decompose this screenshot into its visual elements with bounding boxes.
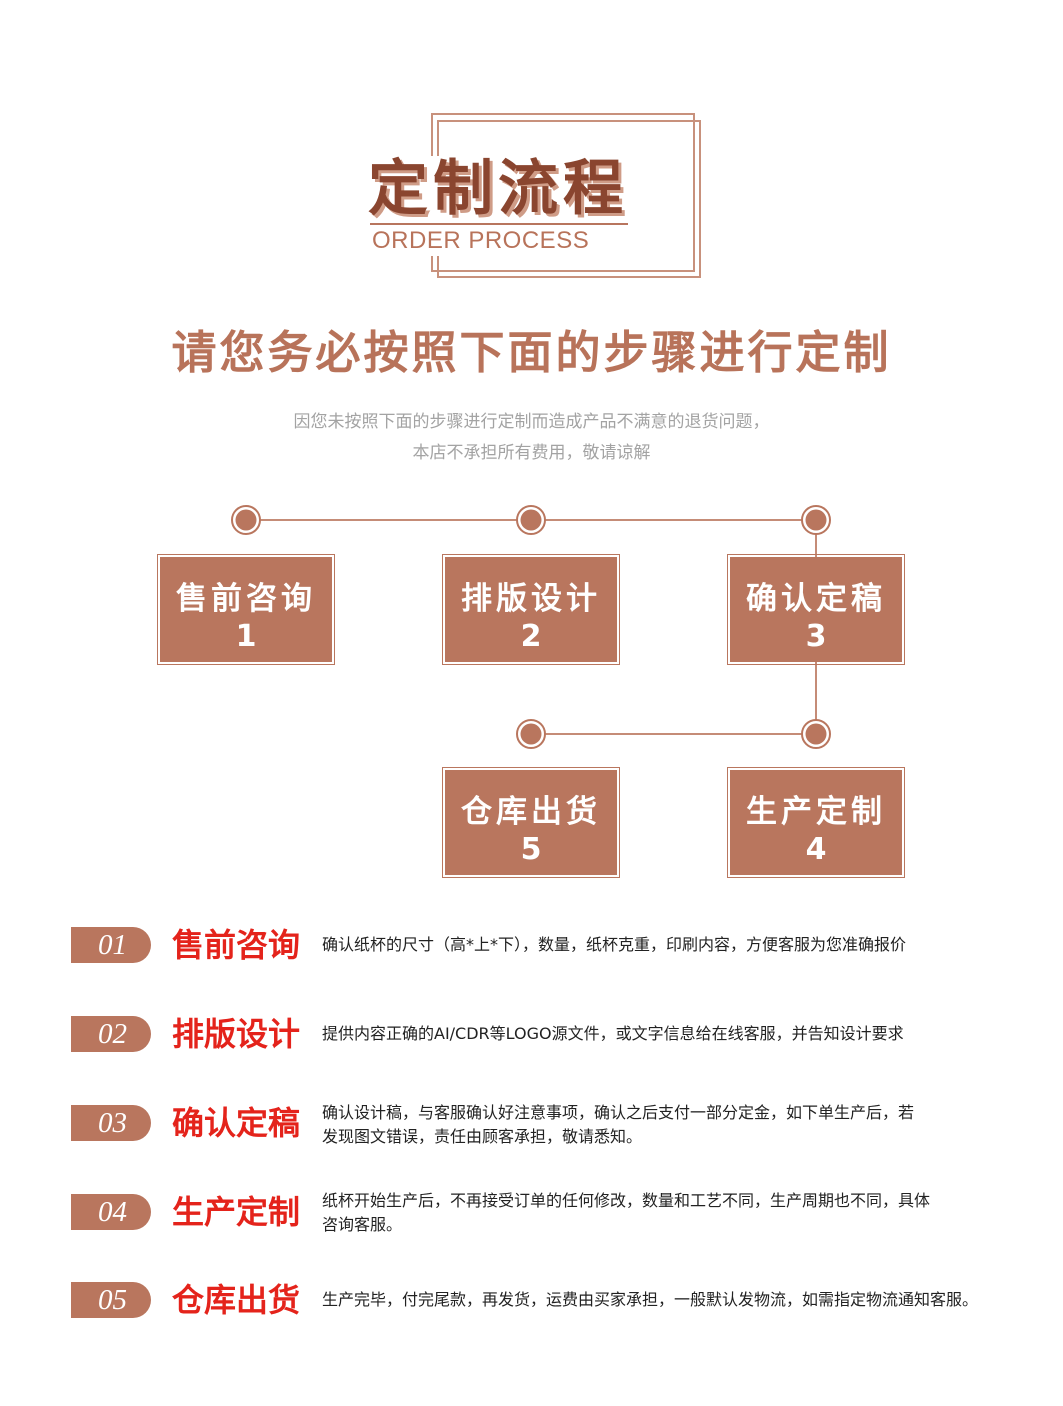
flow-step-number: 2 bbox=[520, 619, 542, 654]
step-number-badge: 01 bbox=[71, 927, 151, 963]
flow-step-number: 3 bbox=[805, 619, 827, 654]
step-description: 生产完毕，付完尾款，再发货，运费由买家承担，一般默认发物流，如需指定物流通知客服… bbox=[322, 1290, 979, 1309]
step-description: 提供内容正确的AI/CDR等LOGO源文件，或文字信息给在线客服，并告知设计要求 bbox=[322, 1024, 904, 1043]
step-number: 05 bbox=[98, 1284, 127, 1316]
title-underline bbox=[370, 223, 628, 225]
step-number: 01 bbox=[98, 929, 127, 961]
step-title: 售前咨询 bbox=[172, 926, 301, 964]
step-title: 确认定稿 bbox=[172, 1104, 301, 1142]
step-number-badge: 05 bbox=[71, 1282, 151, 1318]
flow-step-number: 1 bbox=[235, 619, 257, 654]
notice-line-2: 本店不承担所有费用，敬请谅解 bbox=[412, 443, 651, 463]
flow-node-circle bbox=[516, 505, 546, 535]
step-number: 04 bbox=[98, 1196, 127, 1228]
flow-node-circle bbox=[801, 719, 831, 749]
step-description-line-2: 咨询客服。 bbox=[322, 1215, 403, 1234]
step-description-line-1: 确认设计稿，与客服确认好注意事项，确认之后支付一部分定金，如下单生产后，若 bbox=[322, 1103, 915, 1122]
page-subtitle-english: ORDER PROCESS bbox=[372, 227, 590, 254]
flow-step-box-2: 排版设计 2 bbox=[442, 554, 620, 665]
step-number: 03 bbox=[98, 1107, 127, 1139]
flow-step-box-1: 售前咨询 1 bbox=[157, 554, 335, 665]
step-row-3: 03 确认定稿 确认设计稿，与客服确认好注意事项，确认之后支付一部分定金，如下单… bbox=[0, 1093, 1063, 1153]
flow-step-box-3: 确认定稿 3 bbox=[727, 554, 905, 665]
flow-node-circle bbox=[801, 505, 831, 535]
step-title: 仓库出货 bbox=[172, 1281, 301, 1319]
flow-step-number: 5 bbox=[520, 832, 542, 867]
notice-line-1: 因您未按照下面的步骤进行定制而造成产品不满意的退货问题， bbox=[293, 412, 770, 432]
instruction-heading: 请您务必按照下面的步骤进行定制 bbox=[171, 326, 892, 379]
step-row-5: 05 仓库出货 生产完毕，付完尾款，再发货，运费由买家承担，一般默认发物流，如需… bbox=[0, 1270, 1063, 1330]
step-row-2: 02 排版设计 提供内容正确的AI/CDR等LOGO源文件，或文字信息给在线客服… bbox=[0, 1004, 1063, 1064]
step-number-badge: 04 bbox=[71, 1194, 151, 1230]
page-title: 定制流程 bbox=[368, 154, 628, 224]
step-description: 确认纸杯的尺寸（高*上*下），数量，纸杯克重，印刷内容，方便客服为您准确报价 bbox=[322, 935, 907, 954]
step-number-badge: 03 bbox=[71, 1105, 151, 1141]
flow-step-label: 生产定制 bbox=[746, 794, 886, 830]
flow-step-box-4: 生产定制 4 bbox=[727, 767, 905, 878]
step-description-line-2: 发现图文错误，责任由顾客承担，敬请悉知。 bbox=[322, 1127, 643, 1146]
flow-node-circle bbox=[516, 719, 546, 749]
flow-step-label: 售前咨询 bbox=[176, 581, 316, 617]
step-title: 排版设计 bbox=[172, 1015, 301, 1053]
step-title: 生产定制 bbox=[172, 1193, 301, 1231]
step-row-1: 01 售前咨询 确认纸杯的尺寸（高*上*下），数量，纸杯克重，印刷内容，方便客服… bbox=[0, 915, 1063, 975]
flow-step-box-5: 仓库出货 5 bbox=[442, 767, 620, 878]
flow-step-number: 4 bbox=[805, 832, 827, 867]
step-description-line-1: 纸杯开始生产后，不再接受订单的任何修改，数量和工艺不同，生产周期也不同，具体 bbox=[322, 1191, 931, 1210]
flow-step-label: 仓库出货 bbox=[461, 794, 601, 830]
flow-step-label: 排版设计 bbox=[461, 581, 601, 617]
flow-node-circle bbox=[231, 505, 261, 535]
step-number-badge: 02 bbox=[71, 1016, 151, 1052]
flow-step-label: 确认定稿 bbox=[746, 581, 886, 617]
title-backdrop bbox=[360, 156, 642, 256]
step-row-4: 04 生产定制 纸杯开始生产后，不再接受订单的任何修改，数量和工艺不同，生产周期… bbox=[0, 1182, 1063, 1242]
step-number: 02 bbox=[98, 1018, 127, 1050]
